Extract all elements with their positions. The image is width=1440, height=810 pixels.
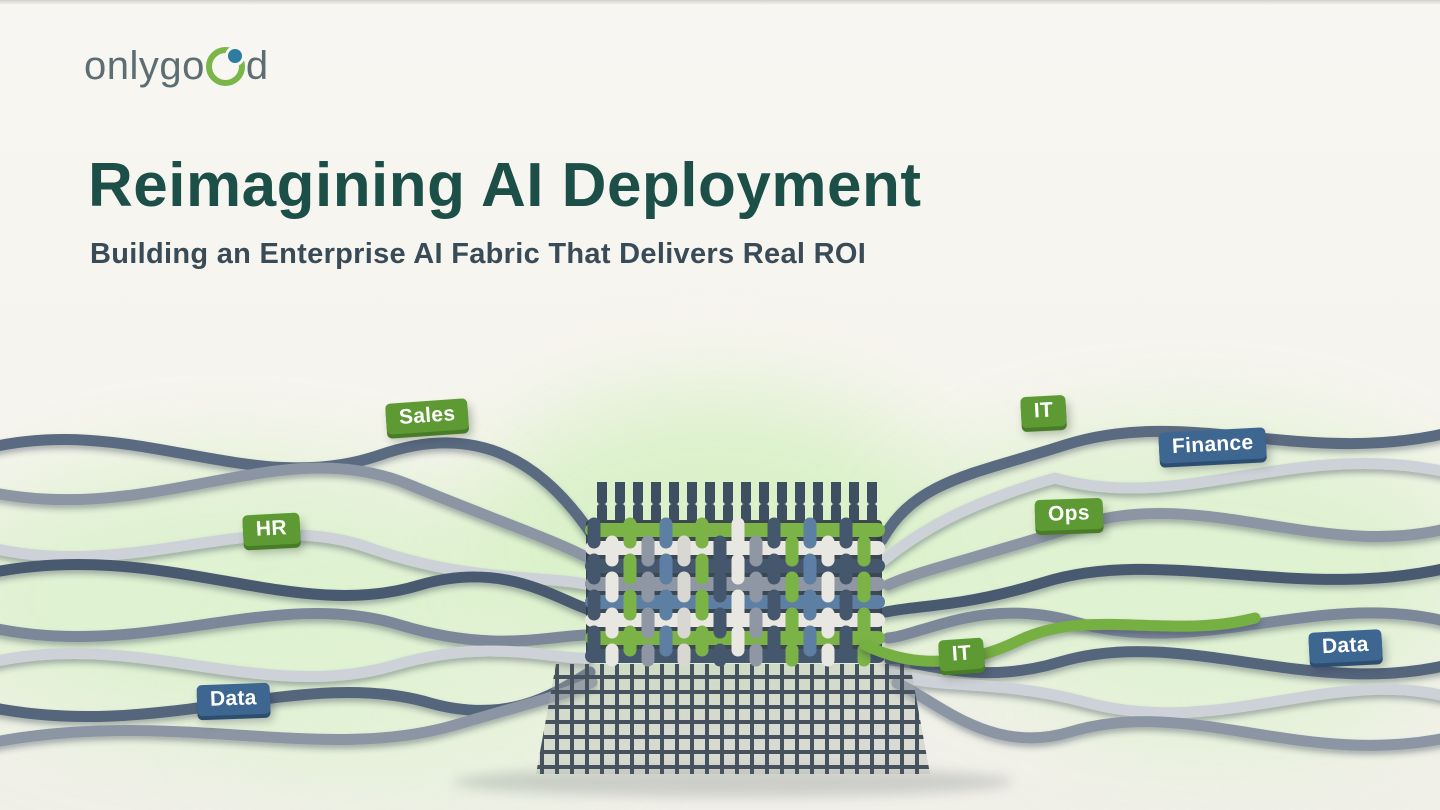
- label-ops: Ops: [1034, 497, 1104, 532]
- label-sales: Sales: [385, 398, 470, 435]
- label-it-top: IT: [1020, 394, 1068, 429]
- label-it-right: IT: [937, 637, 986, 672]
- page-subtitle: Building an Enterprise AI Fabric That De…: [90, 238, 867, 270]
- onlygood-logo: onlygo d: [84, 44, 269, 89]
- ground-shadow: [453, 767, 1013, 797]
- mesh-grid: [536, 664, 930, 774]
- logo-ring-icon: [205, 46, 245, 86]
- label-finance: Finance: [1158, 427, 1268, 464]
- label-data-right: Data: [1308, 629, 1383, 664]
- green-cable: [859, 612, 1261, 667]
- weave-patch: [585, 482, 885, 667]
- label-hr: HR: [242, 512, 301, 547]
- logo-dot-icon: [224, 46, 245, 66]
- top-edge-shade: [0, 0, 1440, 5]
- left-cables: [0, 433, 598, 747]
- logo-text-after: d: [245, 44, 269, 88]
- page-title: Reimagining AI Deployment: [88, 151, 922, 220]
- label-data-left: Data: [196, 682, 271, 717]
- logo-text-before: onlygo: [84, 44, 205, 88]
